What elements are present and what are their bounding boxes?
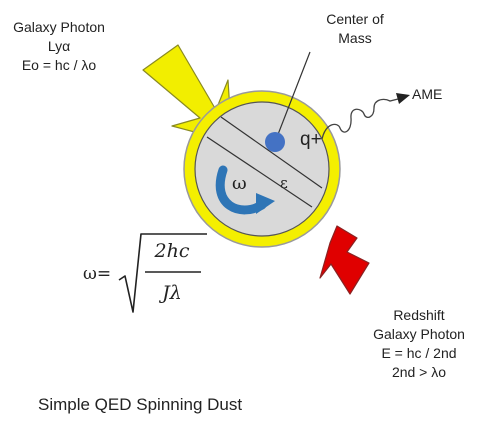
outgoing-photon-label: Redshift Galaxy Photon E = hc / 2nd 2nd … [353,306,485,382]
outgoing-photon-line4: 2nd > λo [391,364,447,380]
outgoing-photon-line1: Redshift [393,307,445,323]
rotation-arrow [215,165,275,215]
incoming-photon-line1: Galaxy Photon [13,19,105,35]
outgoing-photon-line2: Galaxy Photon [373,326,465,342]
formula-numerator: 2hc [154,240,190,262]
dust-grain-core [194,101,330,237]
rotation-omega-label: ω [232,173,247,194]
incoming-photon-line3: Eo = hc / λo [21,57,97,73]
epsilon-label: ε [280,174,288,192]
ame-emission-wave [321,93,410,140]
center-of-mass-pointer [276,51,311,138]
angular-velocity-formula: ω= 2hc Jλ [83,228,223,318]
split-line-upper [220,116,323,189]
diagram-caption: Simple QED Spinning Dust [38,395,243,414]
center-of-mass-line1: Center of [326,11,384,27]
incoming-photon-line2: Lyα [47,38,71,54]
split-line-lower [206,136,313,208]
center-of-mass-dot [265,132,285,152]
center-of-mass-label: Center of Mass [300,10,410,48]
ame-label: AME [412,86,443,102]
formula-radical [118,233,207,313]
formula-denominator: Jλ [162,282,182,304]
outgoing-photon-line3: E = hc / 2nd [381,345,457,361]
outgoing-photon-arrow [319,225,370,295]
formula-lhs: ω= [83,264,112,284]
incoming-photon-label: Galaxy Photon Lyα Eo = hc / λo [0,18,118,75]
charge-label: q+ [300,129,322,150]
center-of-mass-line2: Mass [338,30,372,46]
